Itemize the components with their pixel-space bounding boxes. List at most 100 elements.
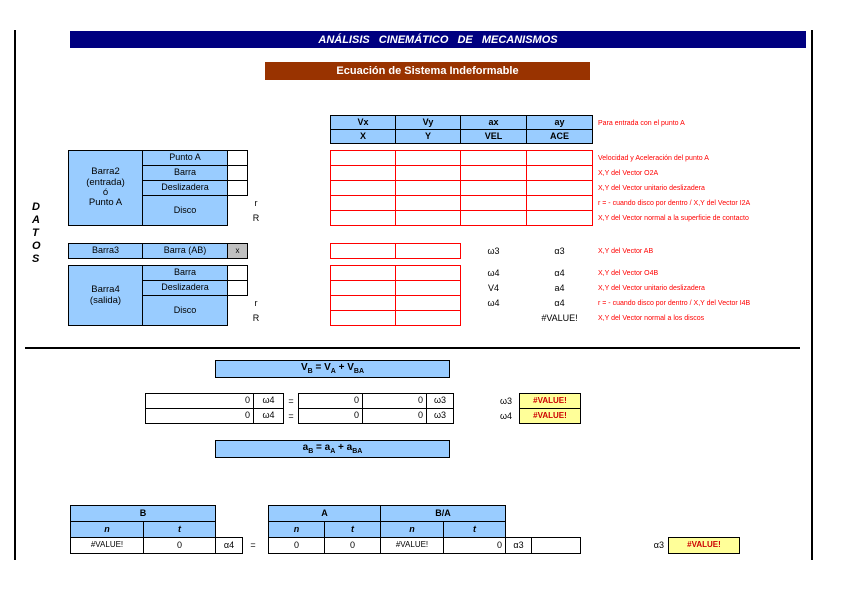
data-cell[interactable] — [330, 310, 396, 326]
barra4-label-line: Barra4 — [91, 284, 120, 296]
data-cell[interactable] — [395, 265, 461, 281]
data-cell[interactable] — [526, 195, 593, 211]
barra2-label-line: Barra2 — [91, 166, 120, 178]
data-cell[interactable] — [395, 295, 461, 311]
barra4-note: r = - cuando disco por dentro / X,Y del … — [598, 300, 751, 307]
page-title: ANÁLISIS CINEMÁTICO DE MECANISMOS — [318, 33, 558, 46]
accel-result-label: α3 — [653, 540, 664, 550]
input-cell[interactable] — [227, 280, 248, 296]
data-cell[interactable] — [330, 210, 396, 226]
accel-bavar-cell: α3 — [505, 537, 532, 554]
data-cell[interactable] — [395, 165, 461, 181]
datos-letter: A — [32, 214, 40, 226]
data-cell[interactable] — [330, 280, 396, 296]
data-cell[interactable] — [395, 150, 461, 166]
data-cell[interactable] — [395, 180, 461, 196]
data-cell[interactable] — [395, 243, 461, 259]
velocity-formula-box: VB = VA + VBA — [215, 360, 450, 378]
barra4-row-barra: Barra — [142, 265, 228, 281]
barra2-row-deslizadera: Deslizadera — [142, 180, 228, 196]
data-cell[interactable] — [526, 210, 593, 226]
barra4-row-deslizadera: Deslizadera — [142, 280, 228, 296]
accel-bt-cell: 0 — [143, 537, 216, 554]
data-cell[interactable] — [526, 150, 593, 166]
barra2-R-label: R — [252, 212, 260, 223]
vel-var-cell: ω4 — [253, 408, 284, 424]
barra2-row-barra: Barra — [142, 165, 228, 181]
accel-an-cell: 0 — [268, 537, 325, 554]
alpha4-symbol: α4 — [554, 297, 565, 308]
input-cell[interactable] — [227, 180, 248, 196]
data-cell[interactable] — [395, 210, 461, 226]
barra2-note: X,Y del Vector normal a la superficie de… — [598, 215, 749, 222]
accel-empty-cell — [531, 537, 581, 554]
vel-coef-cell: 0 — [145, 408, 254, 424]
barra2-label-line: (entrada) — [86, 176, 125, 188]
barra2-note: r = - cuando disco por dentro / X,Y del … — [598, 200, 751, 207]
accel-a-n-header: n — [268, 521, 325, 538]
data-cell[interactable] — [395, 280, 461, 296]
data-cell[interactable] — [330, 195, 396, 211]
accel-b-n-header: n — [70, 521, 144, 538]
data-cell[interactable] — [395, 195, 461, 211]
data-cell[interactable] — [460, 165, 527, 181]
data-cell[interactable] — [526, 180, 593, 196]
barra2-label-line: Punto A — [88, 197, 123, 209]
data-cell[interactable] — [330, 150, 396, 166]
accel-result-cell: #VALUE! — [668, 537, 740, 554]
barra3-row-label: Barra (AB) — [142, 243, 228, 259]
input-cell[interactable] — [227, 265, 248, 281]
data-cell[interactable] — [330, 243, 396, 259]
barra2-row-punto-a: Punto A — [142, 150, 228, 166]
vel-b-cell: 0 — [362, 393, 427, 409]
divider-line — [25, 347, 800, 349]
accel-bvar-cell: α4 — [215, 537, 243, 554]
vel-bvar-cell: ω3 — [426, 393, 454, 409]
accel-at-cell: 0 — [324, 537, 381, 554]
data-cell[interactable] — [460, 195, 527, 211]
equals-sign: = — [288, 410, 294, 421]
a4-symbol: a4 — [554, 282, 565, 293]
subtitle-bar: Ecuación de Sistema Indeformable — [265, 62, 590, 80]
col-header-ay: ay — [526, 115, 593, 130]
data-cell[interactable] — [460, 210, 527, 226]
vel-a-cell: 0 — [298, 393, 363, 409]
data-cell[interactable] — [330, 295, 396, 311]
barra2-note: Velocidad y Aceleración del punto A — [598, 155, 709, 162]
vel-result-label: ω4 — [499, 410, 512, 421]
data-cell[interactable] — [526, 165, 593, 181]
accel-ban-cell: #VALUE! — [380, 537, 444, 554]
barra2-label-line: ó — [102, 187, 109, 198]
barra3-label-cell: Barra3 — [68, 243, 143, 259]
datos-letter: T — [32, 227, 39, 239]
barra4-note: X,Y del Vector normal a los discos — [598, 315, 705, 322]
omega4-symbol: ω4 — [487, 267, 500, 278]
data-cell[interactable] — [460, 180, 527, 196]
data-cell[interactable] — [395, 310, 461, 326]
barra4-note: X,Y del Vector unitario deslizadera — [598, 285, 705, 292]
input-cell[interactable] — [227, 150, 248, 166]
value-error: #VALUE! — [541, 312, 578, 323]
velocity-formula: VB = VA + VBA — [300, 362, 365, 376]
barra4-row-disco: Disco — [142, 295, 228, 326]
barra2-label-cell: Barra2 (entrada) ó Punto A — [68, 150, 143, 226]
data-cell[interactable] — [330, 180, 396, 196]
vel-result-cell: #VALUE! — [519, 393, 581, 409]
data-cell[interactable] — [330, 165, 396, 181]
data-cell[interactable] — [460, 150, 527, 166]
barra2-note: X,Y del Vector O2A — [598, 170, 659, 177]
data-cell[interactable] — [330, 265, 396, 281]
datos-letter: O — [32, 240, 41, 252]
accel-ba-n-header: n — [380, 521, 444, 538]
col-header-vy: Vy — [395, 115, 461, 130]
barra4-R-label: R — [252, 312, 260, 323]
barra2-note: X,Y del Vector unitario deslizadera — [598, 185, 705, 192]
accel-bn-cell: #VALUE! — [70, 537, 144, 554]
input-cell[interactable] — [227, 165, 248, 181]
barra3-flag-cell[interactable]: x — [227, 243, 248, 259]
omega3-symbol: ω3 — [487, 245, 500, 256]
vel-result-cell: #VALUE! — [519, 408, 581, 424]
alpha3-symbol: α3 — [554, 245, 565, 256]
v4-symbol: V4 — [487, 282, 499, 293]
